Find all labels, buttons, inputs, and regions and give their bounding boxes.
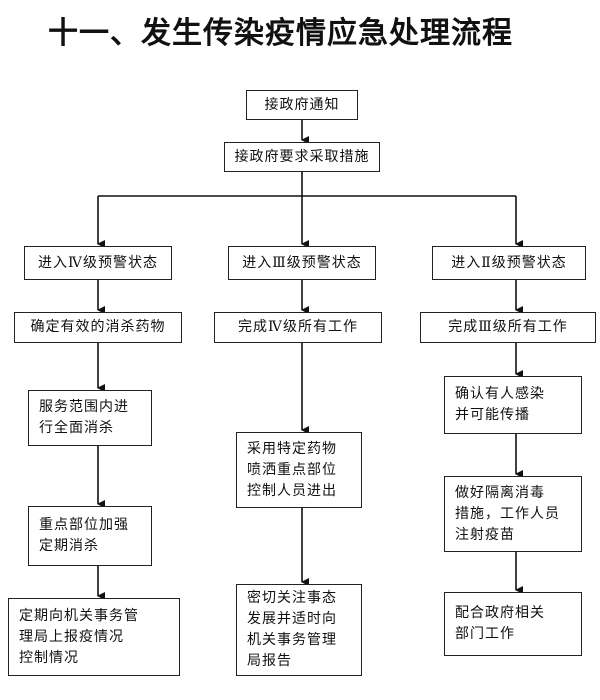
box-col1-step4: 定期向机关事务管 理局上报疫情况 控制情况 [8,598,180,676]
box-col2-step1: 完成Ⅳ级所有工作 [214,312,382,343]
box-col2-step3: 密切关注事态 发展并适时向 机关事务管理 局报告 [236,584,362,676]
box-col2-step2: 采用特定药物 喷洒重点部位 控制人员进出 [236,432,362,508]
box-col2-level: 进入Ⅲ级预警状态 [228,246,376,280]
box-col3-step2: 确认有人感染 并可能传播 [444,376,582,434]
box-col3-step1: 完成Ⅲ级所有工作 [420,312,596,343]
box-col3-step4: 配合政府相关 部门工作 [444,592,582,656]
box-receive-notice: 接政府通知 [246,90,358,120]
box-col1-step2: 服务范围内进 行全面消杀 [28,390,152,446]
box-col1-step1: 确定有效的消杀药物 [14,312,182,343]
box-col3-step3: 做好隔离消毒 措施，工作人员 注射疫苗 [444,476,582,552]
page-title: 十一、发生传染疫情应急处理流程 [48,16,513,51]
box-col1-step3: 重点部位加强 定期消杀 [28,506,152,566]
box-col3-level: 进入Ⅱ级预警状态 [432,246,586,280]
box-receive-measures: 接政府要求采取措施 [224,142,380,172]
box-col1-level: 进入Ⅳ级预警状态 [24,246,172,280]
